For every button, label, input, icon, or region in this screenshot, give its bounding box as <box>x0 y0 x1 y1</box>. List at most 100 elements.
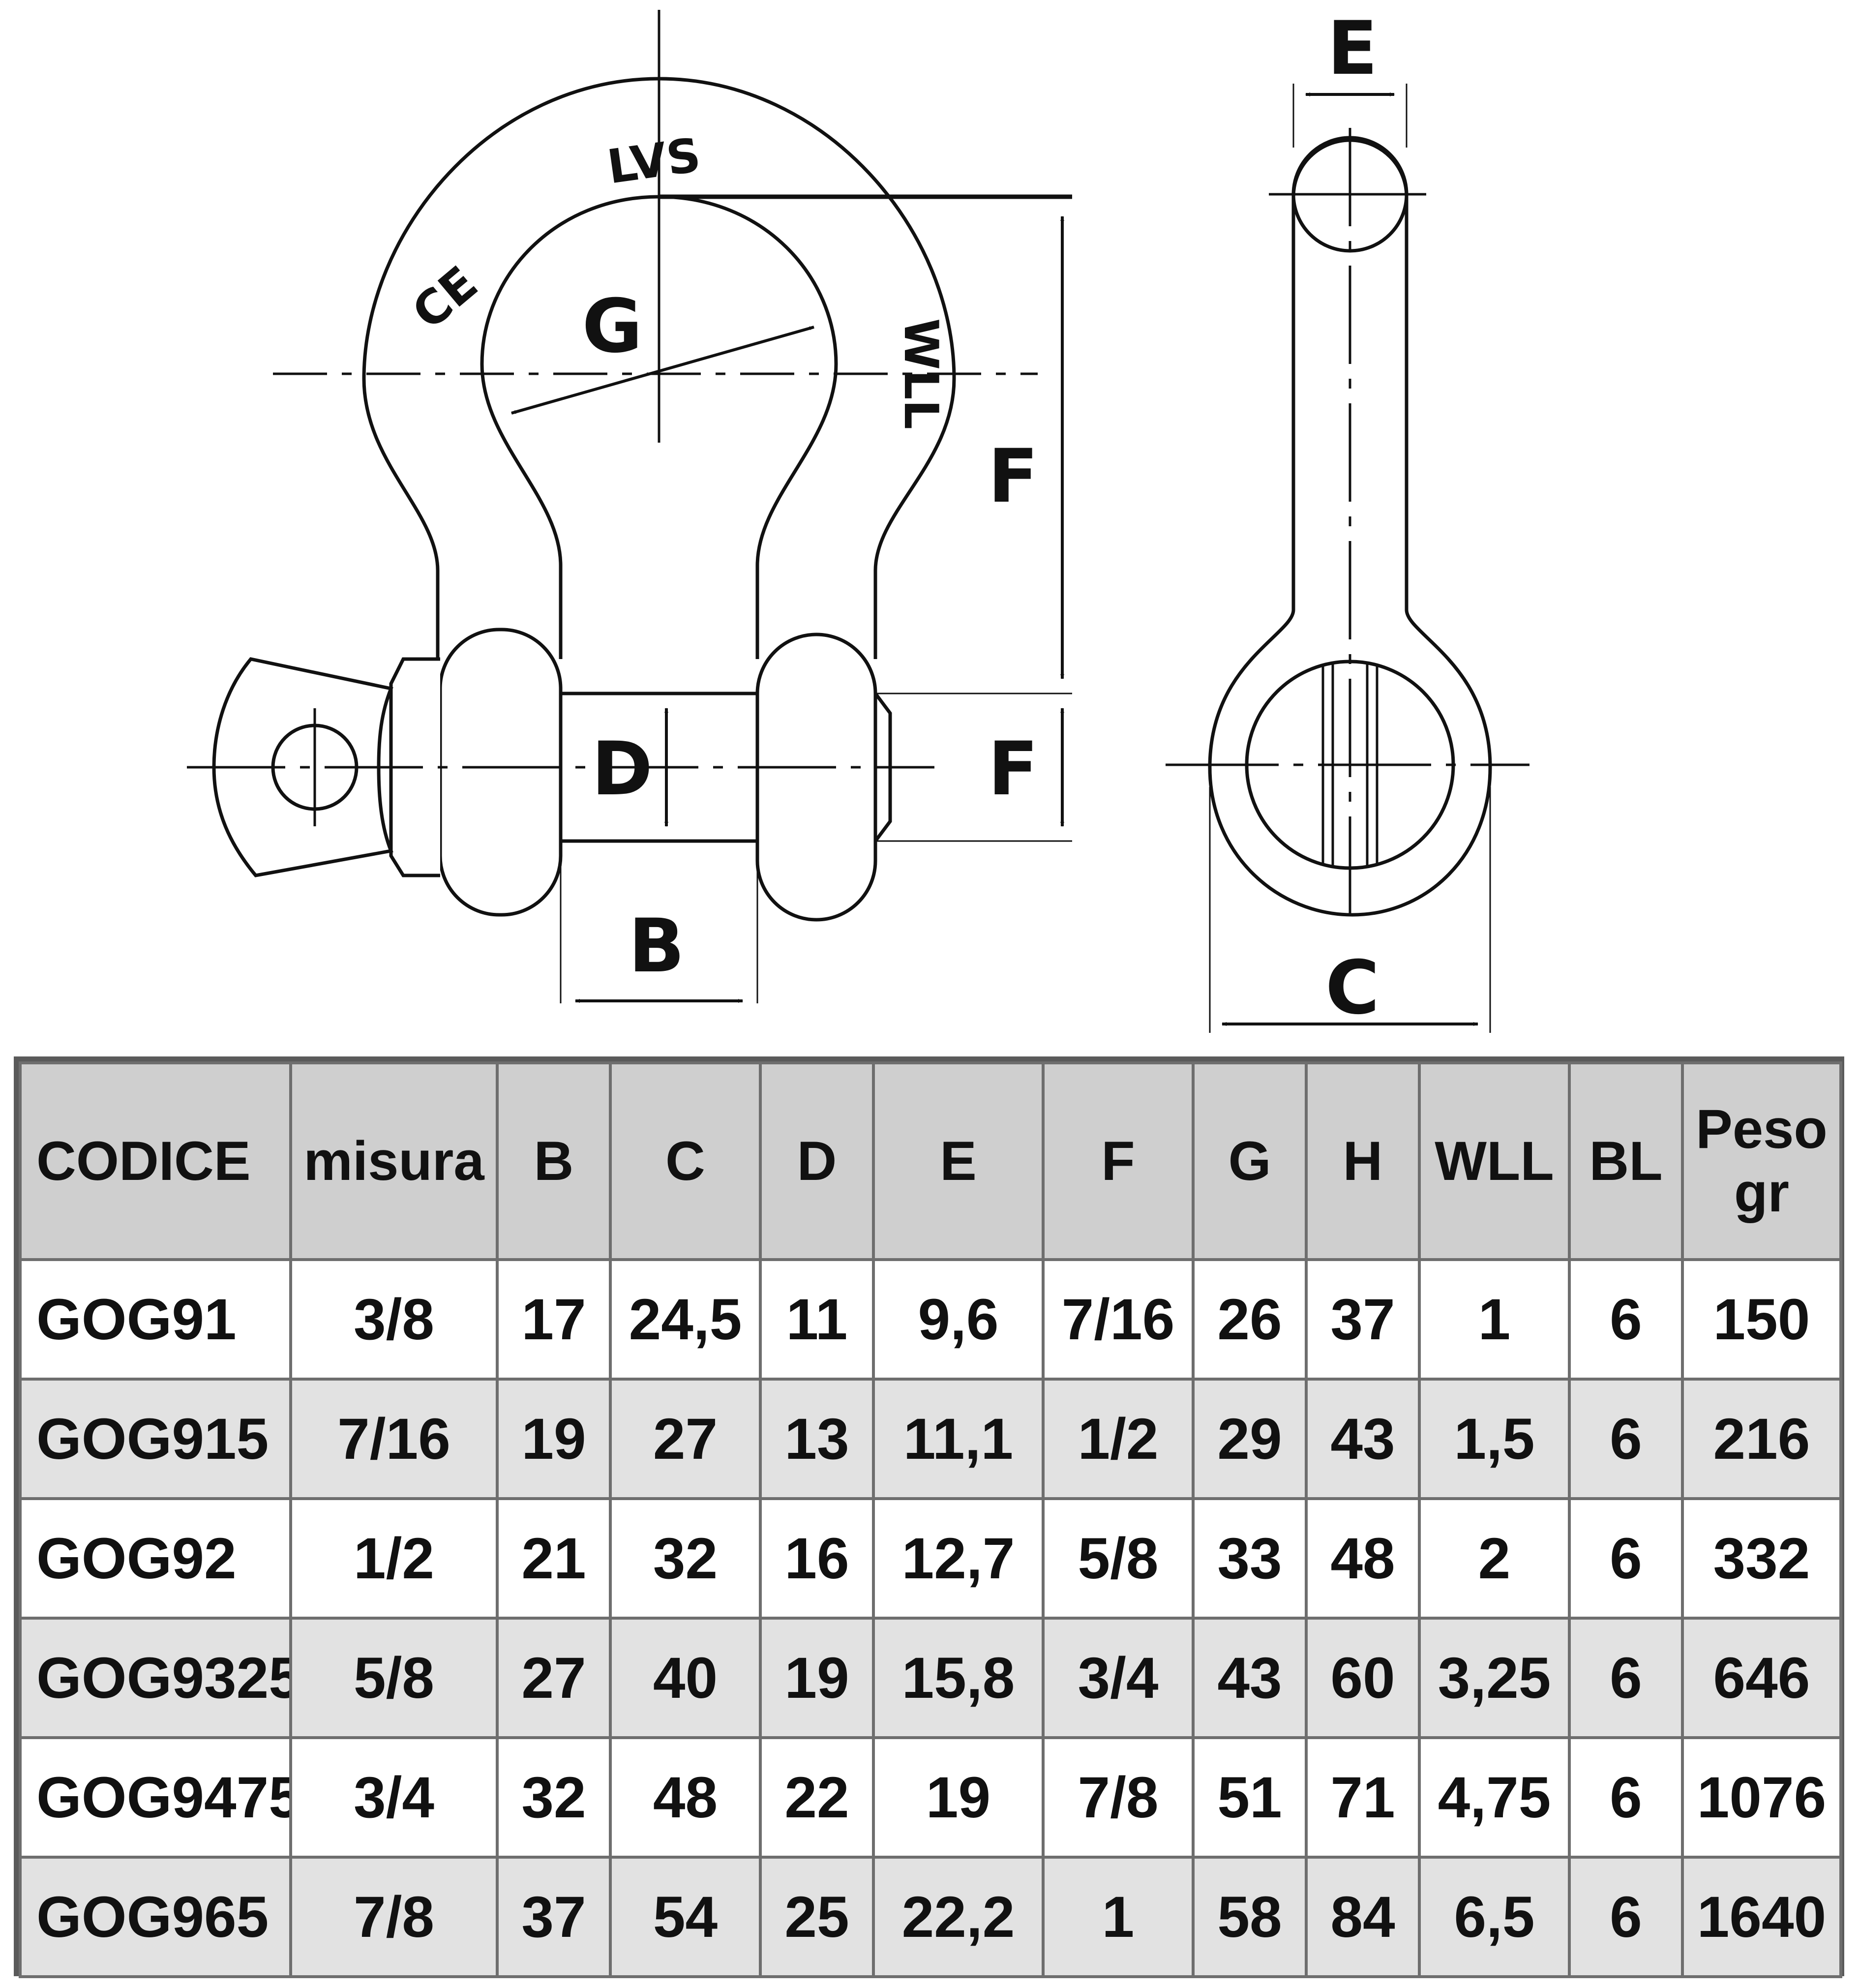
cell-codice: GOG9475 <box>19 1736 292 1859</box>
cell-d: 22 <box>759 1736 875 1859</box>
cell-d: 25 <box>759 1856 875 1978</box>
cell-f: 3/4 <box>1042 1617 1195 1739</box>
cell-peso: 1640 <box>1681 1856 1842 1978</box>
header-codice: CODICE <box>19 1061 292 1261</box>
cell-bl: 6 <box>1568 1617 1684 1739</box>
cell-f: 7/16 <box>1042 1258 1195 1381</box>
cell-b: 21 <box>496 1497 612 1620</box>
cell-c: 48 <box>609 1736 762 1859</box>
header-d: D <box>759 1061 875 1261</box>
cell-g: 29 <box>1192 1378 1308 1500</box>
cell-h: 37 <box>1305 1258 1421 1381</box>
cell-bl: 6 <box>1568 1258 1684 1381</box>
cell-codice: GOG915 <box>19 1378 292 1500</box>
cell-f: 1 <box>1042 1856 1195 1978</box>
header-f: F <box>1042 1061 1195 1261</box>
cell-c: 24,5 <box>609 1258 762 1381</box>
header-h: H <box>1305 1061 1421 1261</box>
cell-wll: 2 <box>1418 1497 1571 1620</box>
table-header-row: CODICE misura B C D E F G H WLL BL Peso … <box>19 1061 1842 1261</box>
cell-wll: 6,5 <box>1418 1856 1571 1978</box>
header-b: B <box>496 1061 612 1261</box>
cell-wll: 3,25 <box>1418 1617 1571 1739</box>
dim-label-c: C <box>1325 945 1379 1031</box>
cell-peso: 332 <box>1681 1497 1842 1620</box>
header-peso-label: Peso <box>1696 1098 1828 1160</box>
dim-label-g: G <box>582 284 642 369</box>
cell-d: 19 <box>759 1617 875 1739</box>
dim-label-f-lower: F <box>988 726 1038 812</box>
cell-wll: 4,75 <box>1418 1736 1571 1859</box>
cell-e: 22,2 <box>872 1856 1045 1978</box>
cell-b: 19 <box>496 1378 612 1500</box>
header-c: C <box>609 1061 762 1261</box>
cell-c: 27 <box>609 1378 762 1500</box>
header-peso: Peso gr <box>1681 1061 1842 1261</box>
cell-b: 27 <box>496 1617 612 1739</box>
cell-peso: 150 <box>1681 1258 1842 1381</box>
cell-e: 19 <box>872 1736 1045 1859</box>
cell-h: 71 <box>1305 1736 1421 1859</box>
cell-f: 7/8 <box>1042 1736 1195 1859</box>
cell-d: 13 <box>759 1378 875 1500</box>
cell-codice: GOG965 <box>19 1856 292 1978</box>
cell-f: 5/8 <box>1042 1497 1195 1620</box>
cell-bl: 6 <box>1568 1736 1684 1859</box>
cell-b: 32 <box>496 1736 612 1859</box>
spec-table-container: CODICE misura B C D E F G H WLL BL Peso … <box>14 1056 1844 1978</box>
cell-bl: 6 <box>1568 1497 1684 1620</box>
cell-f: 1/2 <box>1042 1378 1195 1500</box>
shackle-technical-drawing: LVS CE WLL G F D F B E C <box>187 6 1529 1033</box>
right-ear <box>755 633 877 922</box>
cell-misura: 1/2 <box>289 1497 499 1620</box>
side-dimensions <box>1209 84 1491 1033</box>
cell-g: 58 <box>1192 1856 1308 1978</box>
wll-mark: WLL <box>894 318 948 429</box>
cell-wll: 1,5 <box>1418 1378 1571 1500</box>
cell-misura: 7/8 <box>289 1856 499 1978</box>
dim-label-e: E <box>1327 6 1378 91</box>
cell-peso: 216 <box>1681 1378 1842 1500</box>
header-g: G <box>1192 1061 1308 1261</box>
cell-g: 33 <box>1192 1497 1308 1620</box>
dim-label-f-upper: F <box>988 434 1038 519</box>
cell-peso: 646 <box>1681 1617 1842 1739</box>
cell-h: 60 <box>1305 1617 1421 1739</box>
cell-g: 43 <box>1192 1617 1308 1739</box>
cell-d: 16 <box>759 1497 875 1620</box>
cell-e: 12,7 <box>872 1497 1045 1620</box>
cell-e: 9,6 <box>872 1258 1045 1381</box>
cell-h: 84 <box>1305 1856 1421 1978</box>
cell-misura: 3/4 <box>289 1736 499 1859</box>
cell-bl: 6 <box>1568 1856 1684 1978</box>
cell-e: 11,1 <box>872 1378 1045 1500</box>
cell-e: 15,8 <box>872 1617 1045 1739</box>
cell-codice: GOG92 <box>19 1497 292 1620</box>
cell-h: 43 <box>1305 1378 1421 1500</box>
cell-c: 40 <box>609 1617 762 1739</box>
dim-label-d: D <box>592 726 653 812</box>
front-view <box>212 77 956 922</box>
ce-mark: CE <box>402 256 488 340</box>
cell-c: 32 <box>609 1497 762 1620</box>
side-bow-outline <box>1208 138 1492 917</box>
cell-peso: 1076 <box>1681 1736 1842 1859</box>
header-misura: misura <box>289 1061 499 1261</box>
side-centerlines <box>1166 128 1529 925</box>
shackle-spec-table: CODICE misura B C D E F G H WLL BL Peso … <box>19 1061 1842 1978</box>
cell-c: 54 <box>609 1856 762 1978</box>
header-bl: BL <box>1568 1061 1684 1261</box>
cell-b: 37 <box>496 1856 612 1978</box>
header-peso-unit: gr <box>1734 1162 1789 1223</box>
cell-g: 51 <box>1192 1736 1308 1859</box>
cell-codice: GOG91 <box>19 1258 292 1381</box>
dim-label-b: B <box>629 904 685 989</box>
front-dimensions <box>511 194 1072 1003</box>
cell-h: 48 <box>1305 1497 1421 1620</box>
cell-codice: GOG9325 <box>19 1617 292 1739</box>
cell-misura: 7/16 <box>289 1378 499 1500</box>
